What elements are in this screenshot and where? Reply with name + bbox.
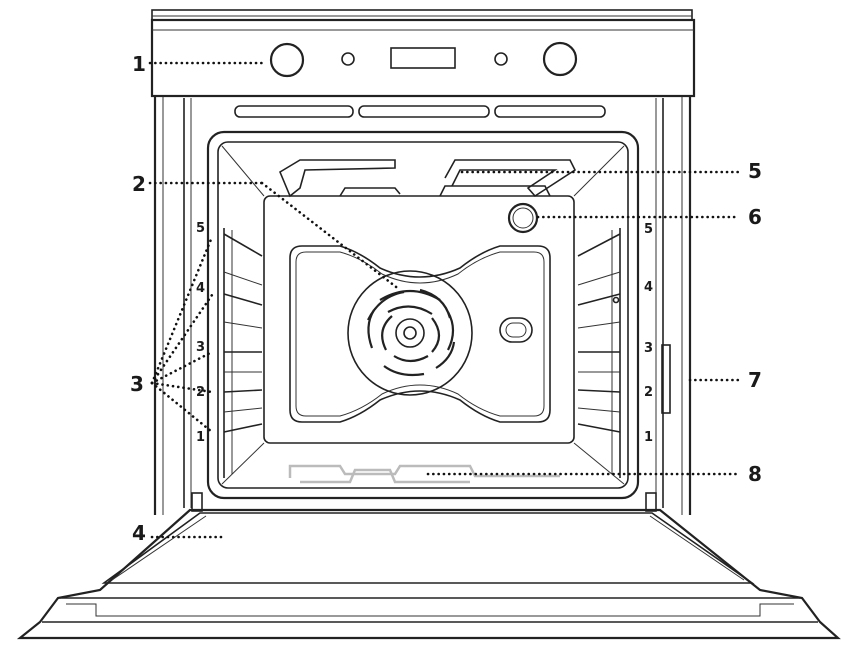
door-latch — [661, 344, 671, 414]
vent-slots — [234, 105, 606, 118]
callout-1: 1 — [132, 52, 146, 76]
left-shelf-guides — [223, 228, 263, 478]
callout-8: 8 — [748, 462, 762, 486]
callout-7: 7 — [748, 368, 762, 392]
shelf-label-left: 2 — [196, 385, 205, 400]
back-panel — [289, 245, 551, 423]
callout-6: 6 — [748, 205, 762, 229]
callout-3: 3 — [130, 372, 144, 396]
shelf-label-left: 4 — [196, 281, 205, 296]
bottom-heating-element — [288, 464, 560, 484]
right-indicator-light — [494, 52, 508, 66]
shelf-label-right: 2 — [644, 385, 653, 400]
convection-fan — [347, 270, 473, 396]
left-indicator-light — [341, 52, 355, 66]
shelf-label-left: 3 — [196, 340, 205, 355]
control-panel — [150, 18, 696, 98]
callout-2: 2 — [132, 172, 146, 196]
shelf-labels-right: 5 4 3 2 1 — [644, 222, 653, 445]
shelf-label-right: 5 — [644, 222, 653, 237]
callout-5: 5 — [748, 159, 762, 183]
shelf-label-left: 1 — [196, 430, 205, 445]
oven-cavity — [206, 130, 640, 500]
leader-lines — [148, 61, 740, 539]
right-shelf-guides — [577, 228, 621, 478]
right-control-knob — [542, 41, 578, 77]
callout-4: 4 — [132, 521, 146, 545]
shelf-labels-left: 5 4 3 2 1 — [196, 221, 205, 445]
oven-lamp — [507, 202, 539, 234]
oven-frame — [153, 95, 692, 515]
display-window — [390, 47, 456, 69]
top-heating-element — [278, 159, 577, 198]
shelf-label-left: 5 — [196, 221, 205, 236]
shelf-label-right: 3 — [644, 341, 653, 356]
top-trim — [151, 9, 693, 21]
shelf-label-right: 1 — [644, 430, 653, 445]
shelf-label-right: 4 — [644, 280, 653, 295]
oven-door — [16, 492, 841, 640]
left-control-knob — [269, 42, 305, 78]
